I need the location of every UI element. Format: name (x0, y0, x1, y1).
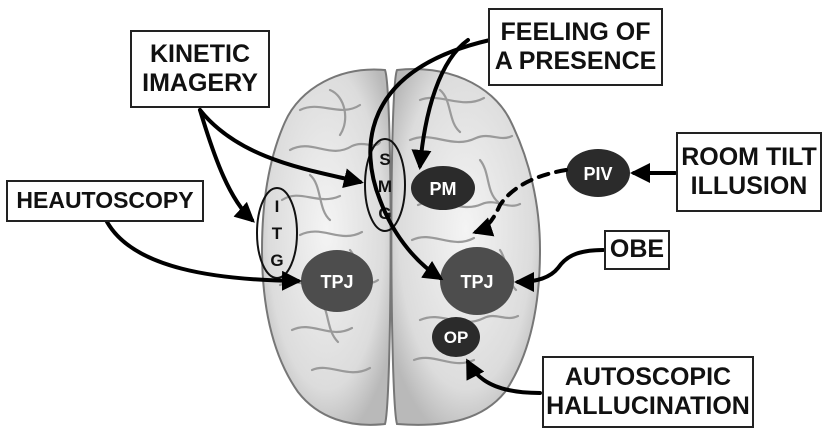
kinetic-imagery-line2: IMAGERY (142, 69, 258, 99)
feeling-of-presence-line2: A PRESENCE (495, 47, 657, 77)
smg-letter-s: S (379, 150, 390, 169)
autoscopic-hallucination-line2: HALLUCINATION (546, 392, 750, 422)
itg-letter-i: I (275, 197, 280, 216)
piv-label: PIV (583, 164, 612, 184)
room-tilt-illusion-line2: ILLUSION (691, 172, 808, 202)
smg-letter-m: M (378, 177, 392, 196)
left-hemisphere (262, 70, 391, 425)
feeling-of-presence-line1: FEELING OF (501, 18, 651, 48)
itg-letter-g: G (270, 251, 283, 270)
kinetic-imagery-line1: KINETIC (150, 40, 250, 70)
heautoscopy-label: HEAUTOSCOPY (16, 187, 193, 214)
pm-label: PM (430, 179, 457, 199)
itg-letter-t: T (272, 224, 283, 243)
obe-label: OBE (610, 235, 664, 265)
autoscopic-hallucination-box: AUTOSCOPIC HALLUCINATION (542, 356, 754, 428)
brain (262, 69, 540, 425)
autoscopic-hallucination-line1: AUTOSCOPIC (565, 363, 731, 393)
op-label: OP (444, 328, 469, 347)
kinetic-imagery-box: KINETIC IMAGERY (130, 30, 270, 108)
right-hemisphere (391, 69, 540, 425)
room-tilt-illusion-line1: ROOM TILT (681, 143, 817, 173)
tpj-left-label: TPJ (320, 272, 353, 292)
feeling-of-presence-box: FEELING OF A PRESENCE (488, 8, 663, 86)
tpj-right-label: TPJ (460, 272, 493, 292)
room-tilt-illusion-box: ROOM TILT ILLUSION (676, 132, 822, 212)
obe-box: OBE (604, 230, 670, 270)
heautoscopy-box: HEAUTOSCOPY (6, 180, 204, 222)
arrow-kinetic-to-itg (200, 110, 252, 220)
